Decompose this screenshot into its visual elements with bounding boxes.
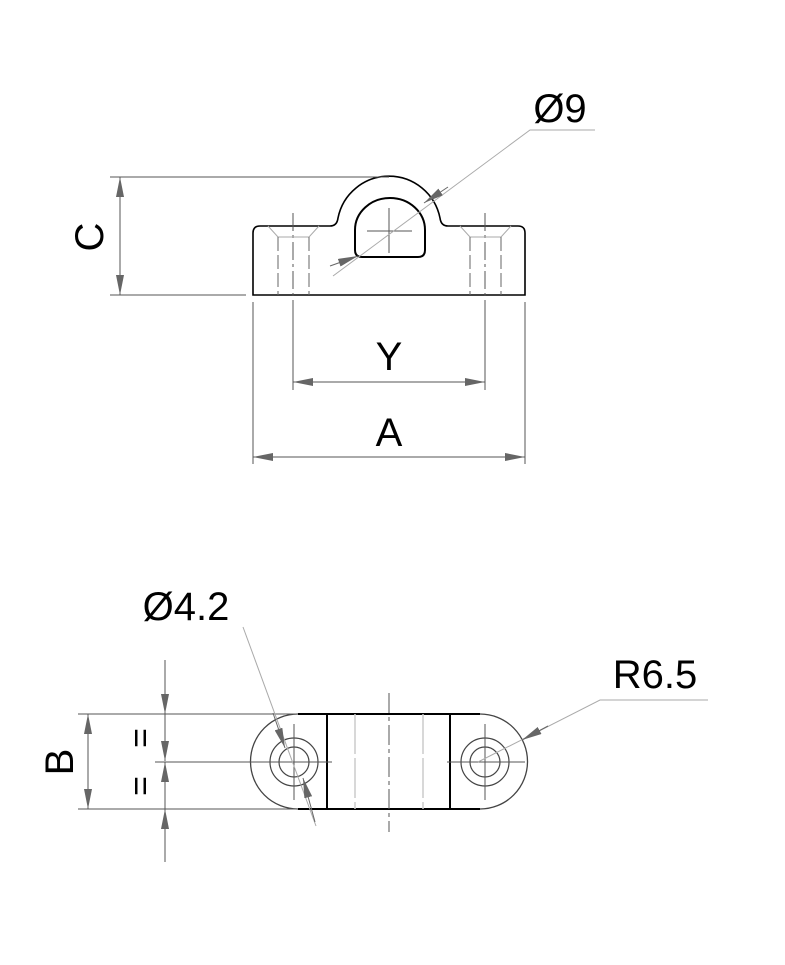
dimension-hole-leader	[242, 626, 317, 827]
dim-hole-diameter-label: Ø4.2	[143, 585, 230, 629]
dimension-a	[252, 302, 526, 464]
centerlines	[245, 693, 525, 832]
dim-a-label: A	[376, 411, 403, 455]
equal-sign-bottom: =	[122, 776, 160, 796]
dimension-hole-leader	[329, 129, 595, 277]
dim-hole-diameter-label: Ø9	[533, 87, 586, 131]
equal-sign-top: =	[122, 728, 160, 748]
dim-b-label: B	[38, 749, 82, 776]
dimension-c	[110, 176, 389, 296]
dimension-b	[78, 660, 298, 862]
hole-outline	[354, 197, 426, 258]
dimension-y	[292, 305, 486, 390]
centerlines	[292, 208, 486, 305]
dimension-radius-leader	[477, 699, 708, 763]
hidden-holes	[267, 225, 512, 295]
dim-c-label: C	[68, 223, 112, 252]
bottom-view: B = = Ø4.2 R6.5	[38, 585, 708, 862]
dim-y-label: Y	[376, 335, 403, 379]
dim-radius-label: R6.5	[613, 653, 698, 697]
top-view: C Y A Ø9	[68, 87, 595, 464]
